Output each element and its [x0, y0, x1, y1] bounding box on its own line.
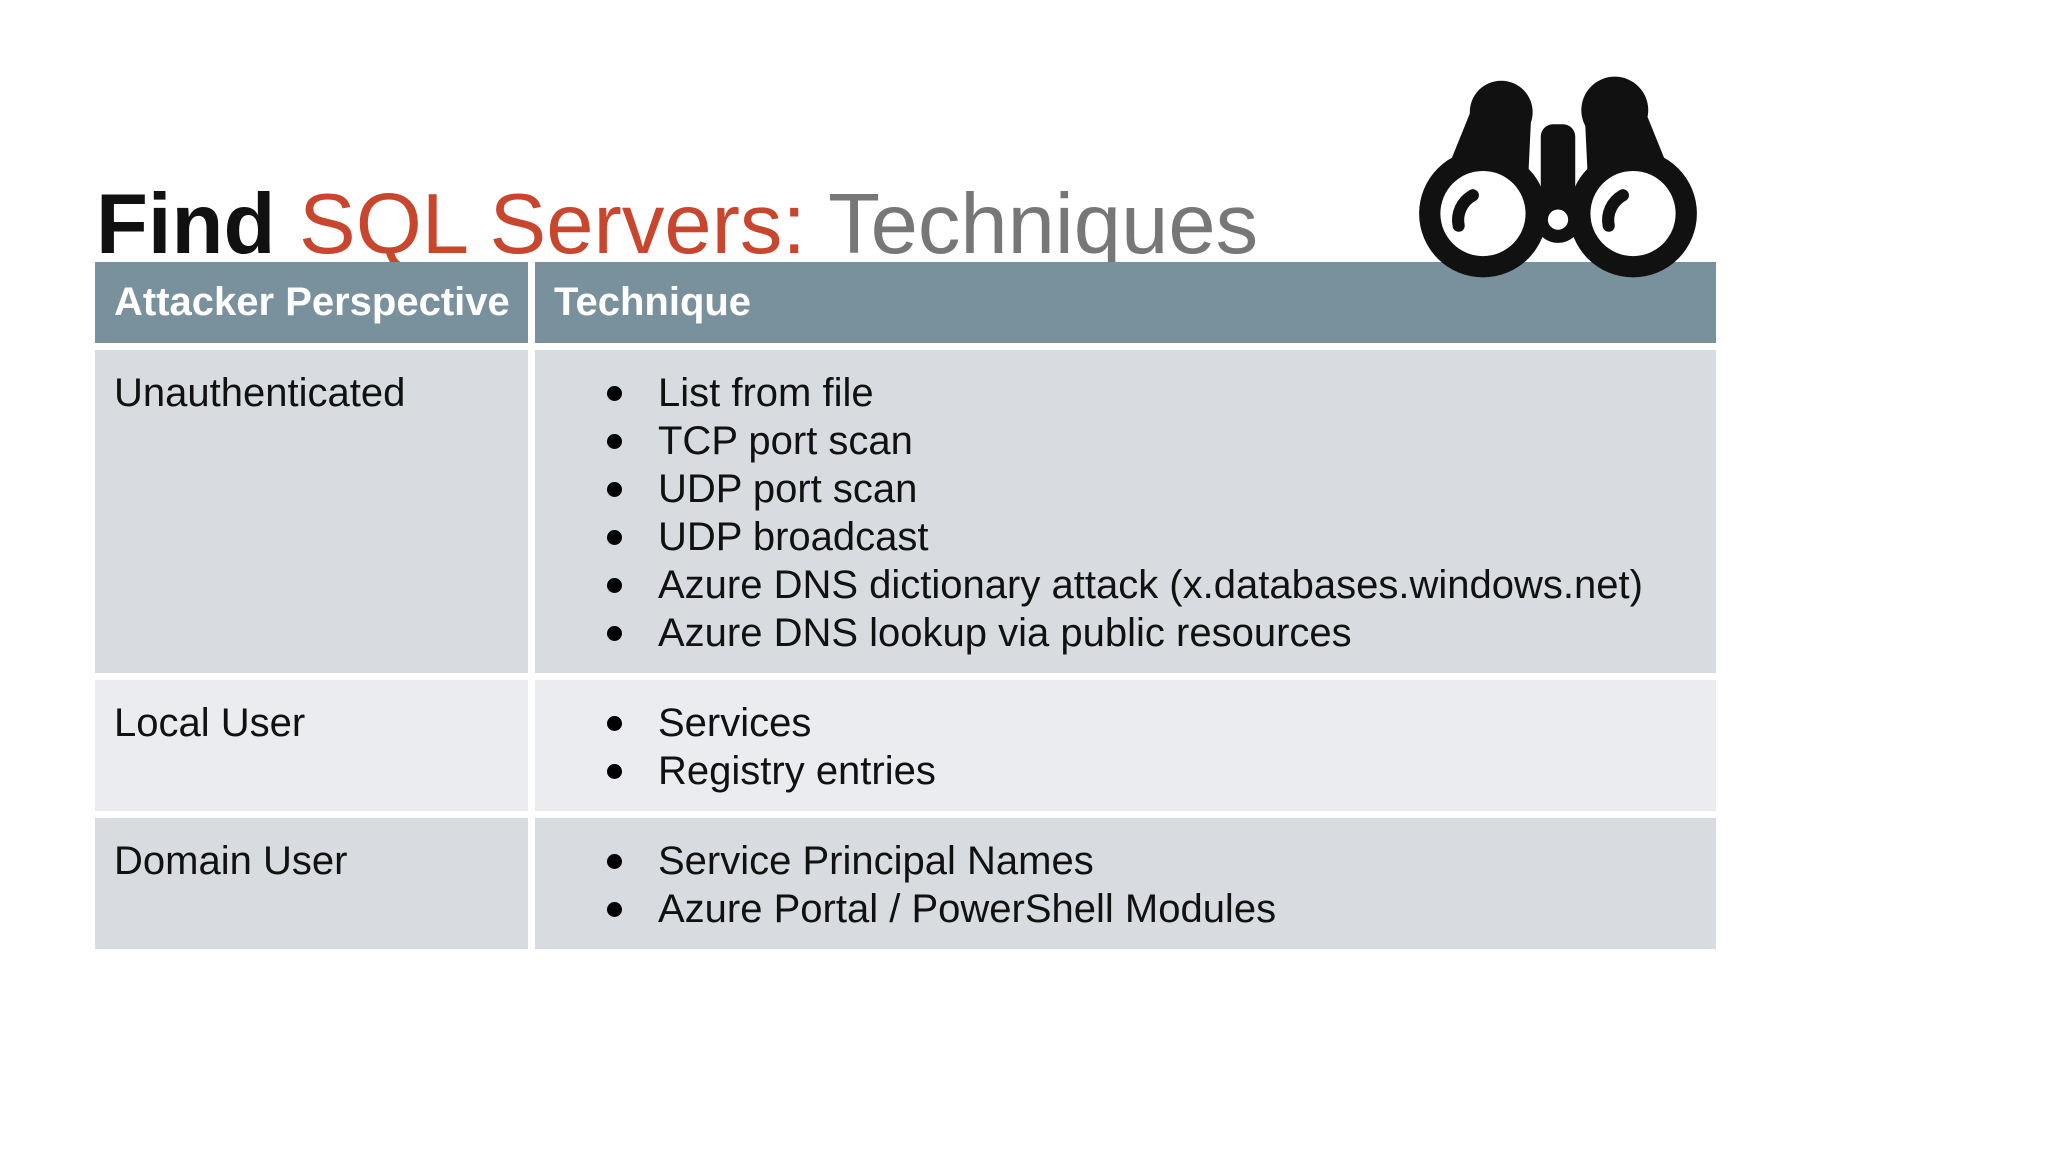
technique-item: UDP broadcast — [535, 513, 1716, 561]
column-header-attacker-perspective: Attacker Perspective — [95, 262, 528, 343]
page-title: Find SQL Servers: Techniques — [96, 182, 1258, 267]
technique-item: Service Principal Names — [535, 837, 1716, 885]
technique-item: Azure DNS dictionary attack (x.databases… — [535, 561, 1716, 609]
perspective-label: Domain User — [114, 839, 348, 883]
perspective-label: Unauthenticated — [114, 371, 406, 415]
technique-item: List from file — [535, 369, 1716, 417]
techniques-table: Attacker Perspective Technique Unauthent… — [95, 262, 1716, 949]
table-row-local-user-perspective: Local User — [95, 680, 528, 811]
title-find: Find — [96, 176, 299, 272]
technique-item: Azure DNS lookup via public resources — [535, 609, 1716, 657]
technique-item: Azure Portal / PowerShell Modules — [535, 885, 1716, 933]
technique-item: Services — [535, 699, 1716, 747]
technique-item: Registry entries — [535, 747, 1716, 795]
title-techniques: Techniques — [828, 176, 1259, 272]
technique-item: UDP port scan — [535, 465, 1716, 513]
table-row-unauthenticated-perspective: Unauthenticated — [95, 350, 528, 673]
technique-item: TCP port scan — [535, 417, 1716, 465]
table-row-domain-user-perspective: Domain User — [95, 818, 528, 949]
column-header-label: Technique — [554, 280, 752, 324]
perspective-label: Local User — [114, 701, 306, 745]
title-sql-servers: SQL Servers: — [299, 176, 829, 272]
binoculars-icon — [1419, 76, 1697, 278]
column-header-technique: Technique — [535, 262, 1716, 343]
column-header-label: Attacker Perspective — [114, 280, 510, 324]
